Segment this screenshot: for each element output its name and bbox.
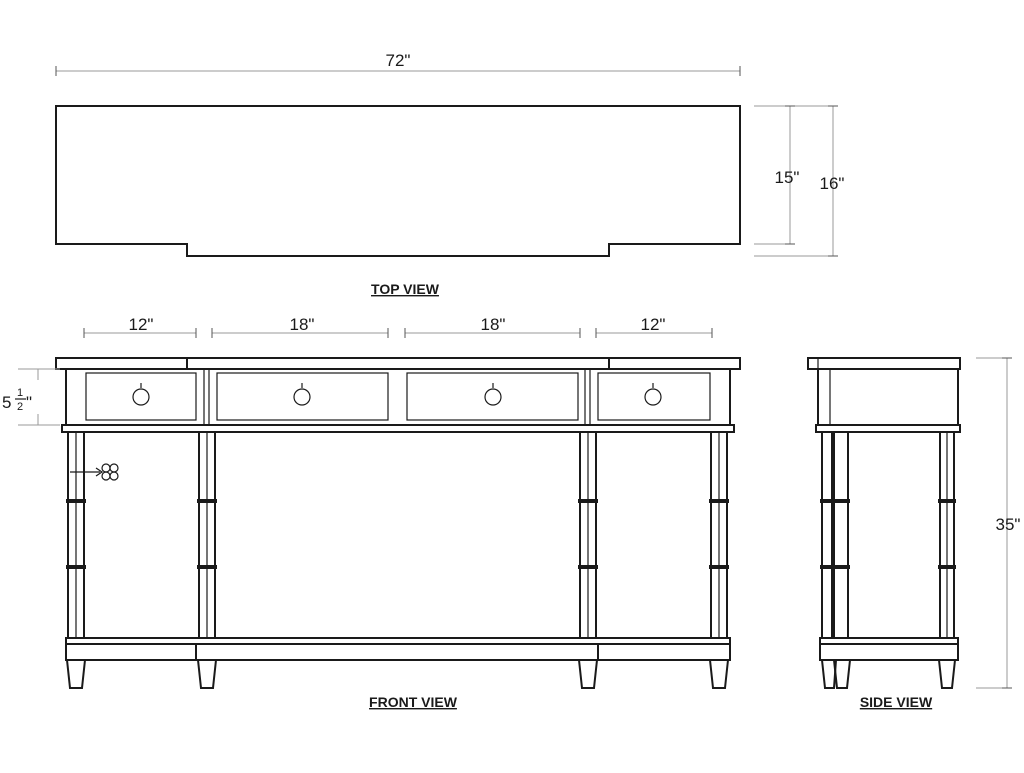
top-depth-outer-label: 16" <box>820 174 845 193</box>
ring-pull-icon <box>484 383 502 406</box>
front-legs <box>65 431 730 689</box>
front-leg <box>65 431 87 689</box>
apron-height-dimension: 5 1 2 " <box>2 368 60 426</box>
top-depth-inner-label: 15" <box>775 168 800 187</box>
drawers <box>85 369 711 425</box>
side-top-slab <box>807 357 961 370</box>
front-leg <box>196 431 218 689</box>
side-leg <box>937 431 957 689</box>
drawer-3 <box>406 372 579 421</box>
side-view: 35" SIDE VIEW <box>807 357 1021 710</box>
drawer-1 <box>85 372 197 421</box>
drawer-2 <box>216 372 389 421</box>
front-view: 12" 18" 18" 12" <box>2 315 741 710</box>
front-apron <box>65 368 731 426</box>
detail-callout <box>70 463 119 481</box>
section-label-1: 12" <box>129 315 154 334</box>
apron-height-numerator: 1 <box>17 387 23 399</box>
bamboo-detail-icon <box>101 463 119 481</box>
tabletop-outline <box>55 105 741 257</box>
front-view-title: FRONT VIEW <box>369 694 458 710</box>
ring-pulls <box>132 383 662 406</box>
front-leg <box>577 431 599 689</box>
front-leg <box>708 431 730 689</box>
side-legs <box>820 431 957 689</box>
side-view-title: SIDE VIEW <box>860 694 933 710</box>
ring-pull-icon <box>644 383 662 406</box>
apron-moulding <box>61 424 735 433</box>
side-height-dimension: 35" <box>976 357 1021 689</box>
top-width-dimension: 72" <box>55 51 741 76</box>
apron-height-whole: 5 <box>2 393 11 412</box>
top-depth-dimensions: 15" 16" <box>754 105 845 257</box>
side-apron <box>817 368 959 426</box>
drawer-4 <box>597 372 711 421</box>
front-section-dimensions: 12" 18" 18" 12" <box>83 315 713 338</box>
section-label-4: 12" <box>641 315 666 334</box>
section-label-2: 18" <box>290 315 315 334</box>
section-label-3: 18" <box>481 315 506 334</box>
ring-pull-icon <box>293 383 311 406</box>
side-height-label: 35" <box>996 515 1021 534</box>
lower-shelf <box>65 637 731 661</box>
side-leg <box>820 431 852 689</box>
top-view-title: TOP VIEW <box>371 281 440 297</box>
top-view: 72" 15" 16" TOP VIEW <box>55 51 845 297</box>
top-width-label: 72" <box>386 51 411 70</box>
apron-height-unit: " <box>26 393 32 412</box>
apron-height-denominator: 2 <box>17 401 23 413</box>
front-top-slab <box>55 357 741 370</box>
ring-pull-icon <box>132 383 150 406</box>
